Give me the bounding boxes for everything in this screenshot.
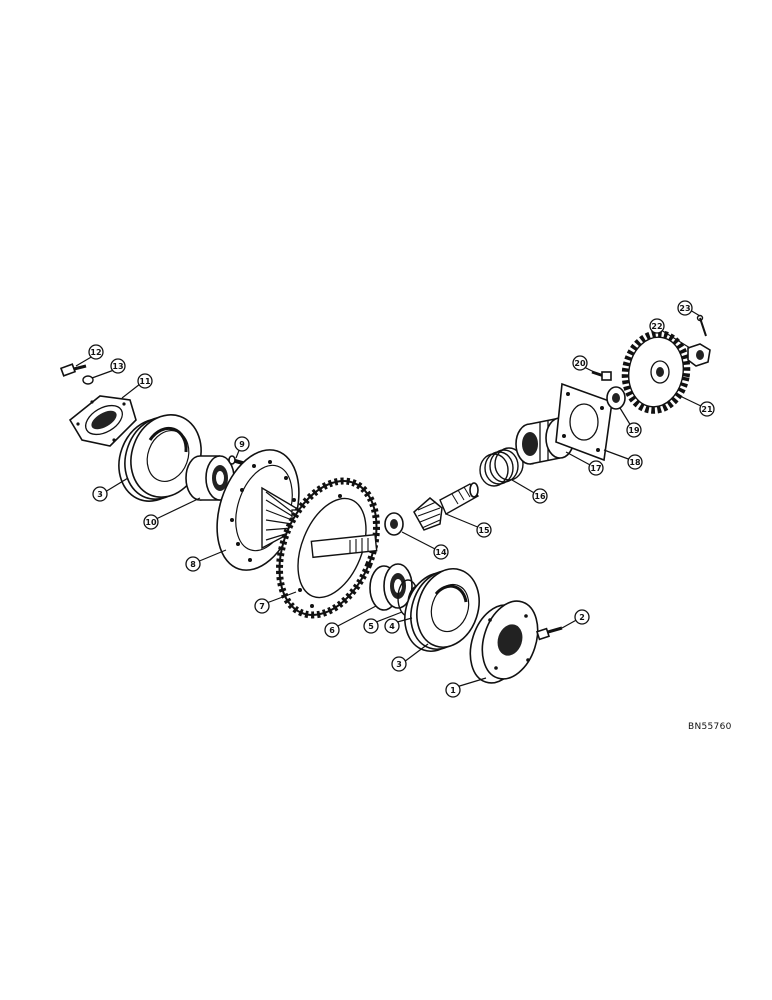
callout-c2: 2 <box>574 609 590 625</box>
callout-number: 19 <box>628 426 640 435</box>
callout-c22: 22 <box>649 318 665 334</box>
callout-c13: 13 <box>110 358 126 374</box>
callout-circle <box>649 318 665 334</box>
callout-number: 14 <box>435 548 447 557</box>
part-11-cover-plate <box>68 395 137 447</box>
callout-circle <box>588 460 604 476</box>
callout-number: 1 <box>450 686 456 695</box>
callout-number: 21 <box>701 405 713 414</box>
callout-circle <box>363 618 379 634</box>
callout-circle <box>433 544 449 560</box>
part-21-spur-gear <box>621 330 691 414</box>
callout-c16: 16 <box>532 488 548 504</box>
part-20-bolt <box>591 370 612 381</box>
callout-c17: 17 <box>588 460 604 476</box>
callout-c12: 12 <box>88 344 104 360</box>
callout-number: 3 <box>97 490 103 499</box>
callout-circle <box>384 618 400 634</box>
callout-circle <box>143 514 159 530</box>
callout-number: 20 <box>574 359 586 368</box>
callout-c7: 7 <box>254 598 270 614</box>
callout-number: 7 <box>259 602 265 611</box>
callout-circle <box>137 373 153 389</box>
part-7-ring-gear <box>276 477 380 619</box>
callout-number: 8 <box>190 560 196 569</box>
callout-c6: 6 <box>324 622 340 638</box>
callout-number: 17 <box>590 464 601 473</box>
callout-c4: 4 <box>384 618 400 634</box>
callout-c15: 15 <box>476 522 492 538</box>
callout-circle <box>699 401 715 417</box>
part-1-bearing-cage <box>469 600 539 684</box>
callout-number: 3 <box>396 660 402 669</box>
callout-c14: 14 <box>433 544 449 560</box>
part-10-bearing <box>185 455 235 501</box>
callout-circle <box>254 598 270 614</box>
callout-c9: 9 <box>234 436 250 452</box>
drawing-code: BN55760 <box>688 722 732 732</box>
callout-circle <box>627 454 643 470</box>
callout-number: 13 <box>112 362 123 371</box>
callout-circle <box>391 656 407 672</box>
callout-c23: 23 <box>677 300 693 316</box>
callout-c11: 11 <box>137 373 153 389</box>
callout-number: 10 <box>145 518 157 527</box>
part-13-washer <box>82 375 94 385</box>
callout-c3b: 3 <box>391 656 407 672</box>
part-16-spring <box>479 447 524 487</box>
part-22-nut <box>687 343 711 367</box>
part-23-cotter-pin <box>696 314 707 337</box>
callout-c1: 1 <box>445 682 461 698</box>
part-3-shims-upper <box>118 414 202 502</box>
callout-circle <box>88 344 104 360</box>
callout-number: 22 <box>651 322 662 331</box>
callout-circle <box>445 682 461 698</box>
callout-circle <box>476 522 492 538</box>
callout-c10: 10 <box>143 514 159 530</box>
callout-c5: 5 <box>363 618 379 634</box>
callout-circle <box>574 609 590 625</box>
callout-circle <box>626 422 642 438</box>
callout-number: 9 <box>239 440 245 449</box>
callout-number: 4 <box>389 622 395 631</box>
callout-circle <box>92 486 108 502</box>
part-15-pinion <box>413 482 480 531</box>
callout-circle <box>532 488 548 504</box>
callout-number: 16 <box>534 492 546 501</box>
callout-c21: 21 <box>699 401 715 417</box>
callout-circle <box>572 355 588 371</box>
part-14-washer <box>384 512 404 536</box>
callout-number: 11 <box>139 377 151 386</box>
callout-circle <box>185 556 201 572</box>
part-2-bolt <box>536 626 563 641</box>
callout-number: 5 <box>368 622 374 631</box>
callout-number: 15 <box>478 526 490 535</box>
part-12-bolt <box>59 363 87 377</box>
callout-c18: 18 <box>627 454 643 470</box>
callout-circle <box>324 622 340 638</box>
part-18-plate <box>555 382 613 462</box>
callout-circle <box>677 300 693 316</box>
callout-c3a: 3 <box>92 486 108 502</box>
callout-number: 6 <box>329 626 335 635</box>
callout-circle <box>234 436 250 452</box>
part-3-shims-lower <box>404 568 480 652</box>
callout-number: 12 <box>90 348 101 357</box>
part-19-washer <box>606 386 626 410</box>
callout-c8: 8 <box>185 556 201 572</box>
callout-number: 23 <box>679 304 690 313</box>
callout-number: 18 <box>629 458 641 467</box>
callout-circle <box>110 358 126 374</box>
callout-number: 2 <box>579 613 585 622</box>
part-6-bearing <box>369 563 413 611</box>
callout-c20: 20 <box>572 355 588 371</box>
callout-c19: 19 <box>626 422 642 438</box>
